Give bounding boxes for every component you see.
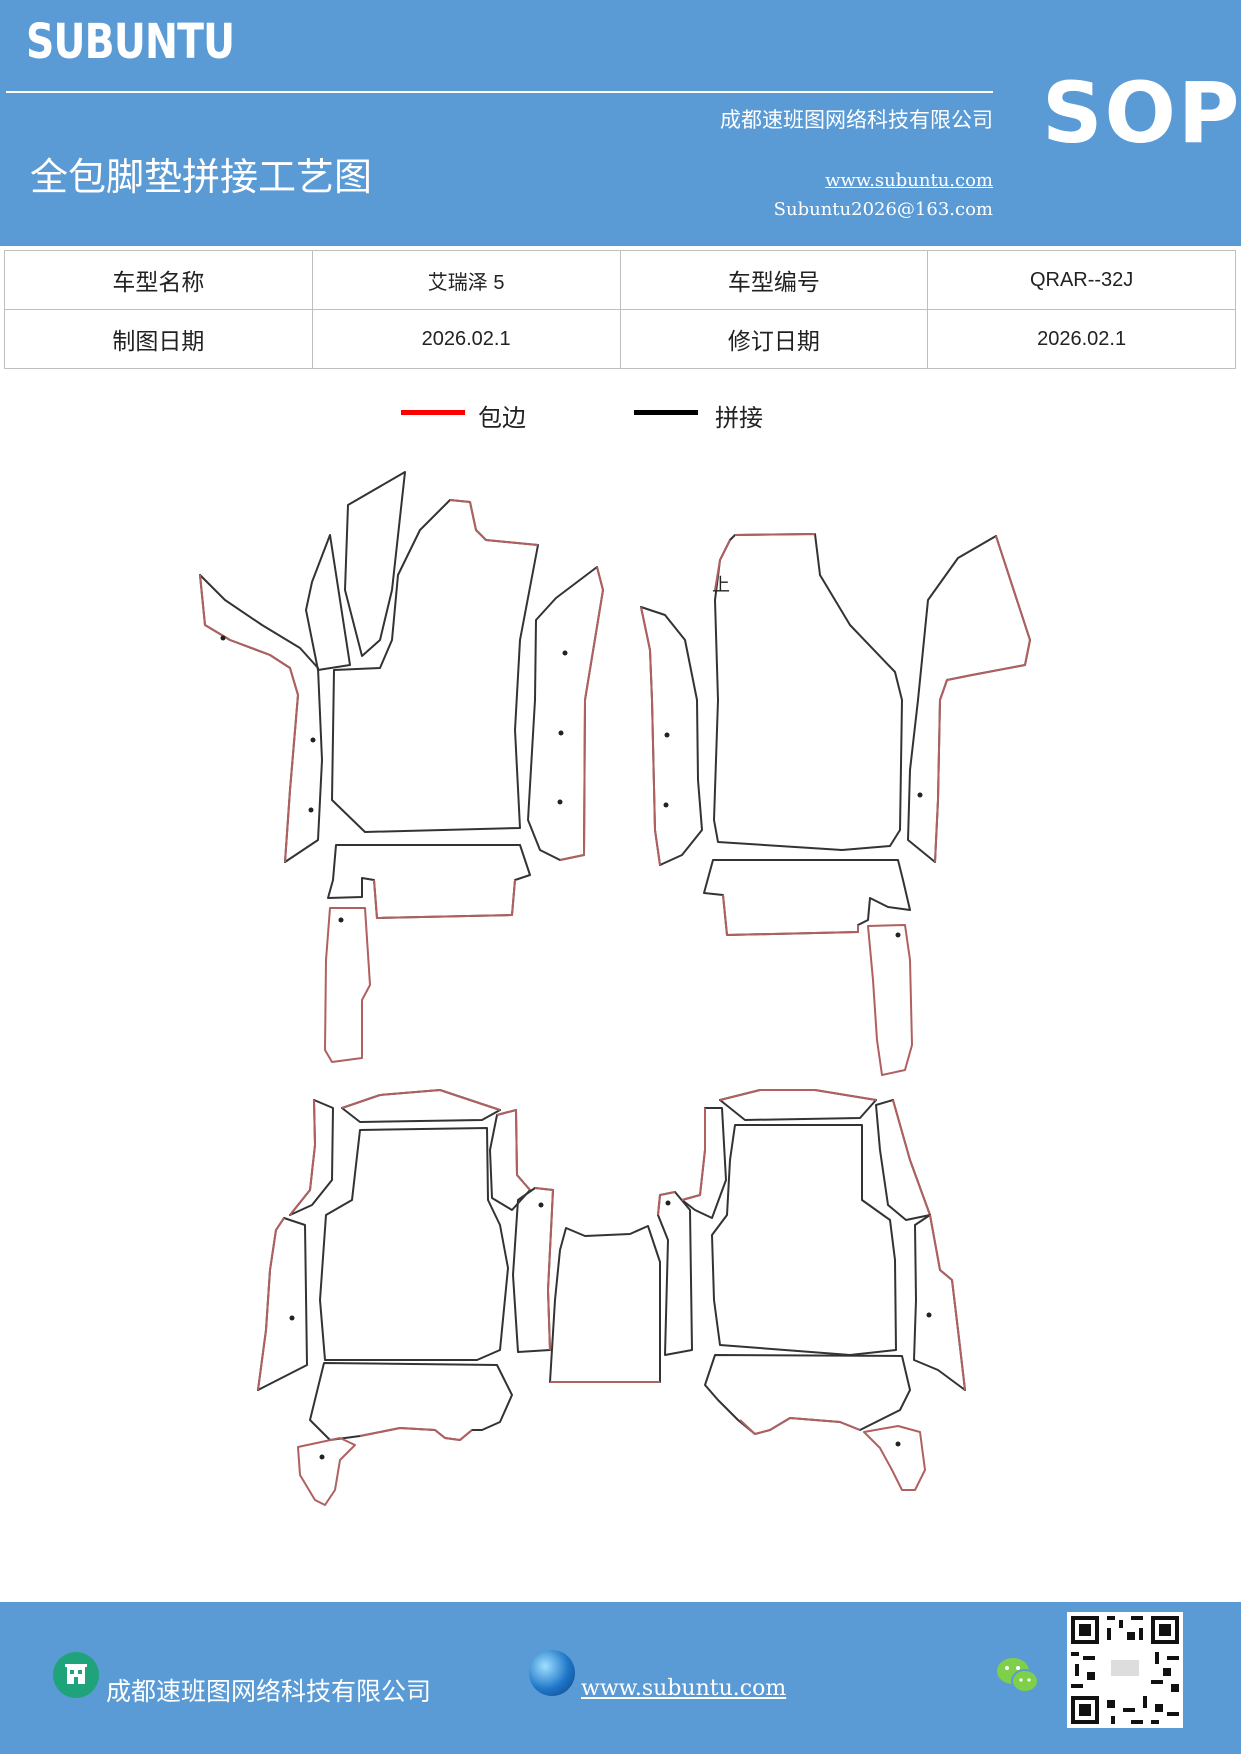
footer-company-name: 成都速班图网络科技有限公司 (106, 1677, 432, 1706)
mat-piece (703, 859, 911, 936)
footer-website-link[interactable]: www.subuntu.com (581, 1676, 787, 1701)
mat-piece (527, 566, 604, 861)
front-left-mat-set (199, 471, 604, 1063)
mat-piece (711, 1124, 897, 1356)
mat-piece (331, 499, 539, 833)
table-row: 制图日期 2026.02.1 修订日期 2026.02.1 (4, 309, 1236, 369)
mat-piece (324, 907, 371, 1063)
drawing-date-label: 制图日期 (4, 309, 313, 369)
sop-badge: SOP (1042, 64, 1241, 162)
company-name: 成都速班图网络科技有限公司 (720, 108, 993, 132)
mat-piece (863, 1425, 926, 1491)
mat-piece (341, 1089, 501, 1123)
mat-piece (875, 1099, 931, 1221)
header-banner: SUBUNTU SOP 成都速班图网络科技有限公司 全包脚垫拼接工艺图 www.… (0, 0, 1241, 246)
legend-swatch-seam (634, 410, 698, 415)
legend-label-seam: 拼接 (715, 404, 763, 432)
mat-piece (344, 471, 406, 657)
drawing-date-value: 2026.02.1 (311, 309, 621, 369)
mat-piece (640, 606, 703, 866)
front-right-mat-set: 上 (640, 533, 1031, 1076)
info-table: 车型名称 艾瑞泽 5 车型编号 QRAR--32J 制图日期 2026.02.1… (4, 250, 1236, 369)
qr-code (1067, 1612, 1183, 1728)
model-name-label: 车型名称 (4, 250, 313, 310)
wechat-icon[interactable] (994, 1654, 1042, 1702)
model-code-value: QRAR--32J (927, 250, 1236, 310)
floor-mat-diagram: 上 (199, 471, 1031, 1506)
mat-piece (305, 534, 351, 671)
mat-piece (704, 1354, 911, 1435)
mat-piece (549, 1225, 661, 1383)
header-divider (6, 91, 993, 93)
revision-date-label: 修订日期 (619, 309, 929, 369)
email-address: Subuntu2026@163.com (773, 199, 993, 220)
rear-mat-set (257, 1089, 966, 1506)
building-icon (53, 1652, 99, 1698)
mat-piece (289, 1099, 334, 1216)
brand-logo: SUBUNTU (26, 14, 235, 70)
website-link[interactable]: www.subuntu.com (825, 170, 993, 191)
mat-piece (257, 1217, 308, 1391)
legend-label-edge: 包边 (478, 404, 526, 432)
mat-piece (713, 533, 903, 851)
legend-swatch-edge (401, 410, 465, 415)
page-title: 全包脚垫拼接工艺图 (30, 155, 373, 199)
mat-piece (297, 1437, 356, 1506)
mat-piece (867, 924, 913, 1076)
globe-icon (529, 1650, 575, 1696)
mat-piece (657, 1191, 693, 1356)
revision-date-value: 2026.02.1 (927, 309, 1236, 369)
mat-piece (319, 1127, 509, 1361)
mat-piece (199, 574, 323, 863)
orientation-marker: 上 (712, 575, 730, 596)
legend: 包边 拼接 (0, 398, 1241, 438)
table-row: 车型名称 艾瑞泽 5 车型编号 QRAR--32J (4, 250, 1236, 310)
footer-banner: 成都速班图网络科技有限公司 www.subuntu.com (0, 1602, 1241, 1754)
mat-piece (512, 1187, 554, 1353)
model-name-value: 艾瑞泽 5 (311, 250, 621, 310)
model-code-label: 车型编号 (619, 250, 929, 310)
mat-piece (913, 1214, 966, 1391)
